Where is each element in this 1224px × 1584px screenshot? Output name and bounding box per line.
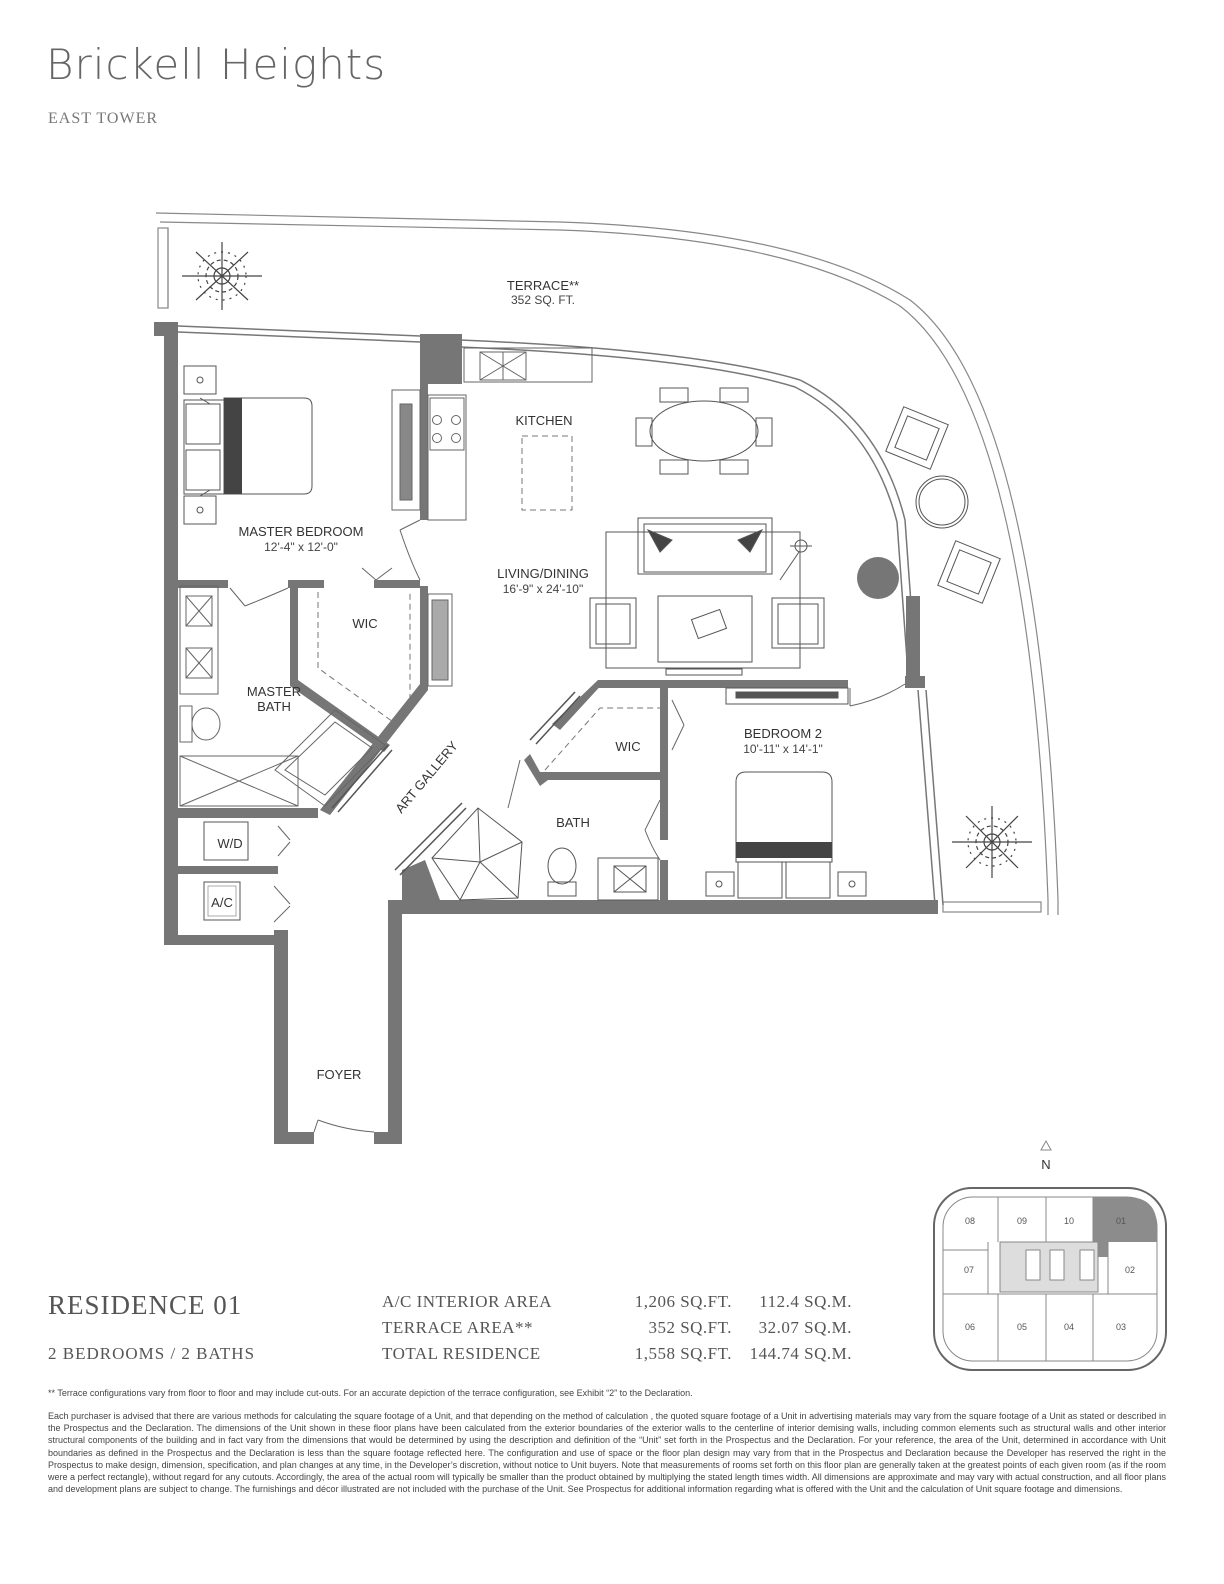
area-sqm: 144.74 SQ.M. [749,1344,852,1363]
area-table: A/C INTERIOR AREA 1,206 SQ.FT. 112.4 SQ.… [382,1292,862,1370]
swing-doors [229,519,906,1133]
key-unit-07: 07 [964,1265,974,1275]
area-row: TERRACE AREA** 352 SQ.FT. 32.07 SQ.M. [382,1318,862,1344]
living-dining-label: LIVING/DINING [497,566,589,581]
closet-shelving [317,435,662,771]
bedroom-2-furniture [705,687,867,899]
plant-icon [182,242,262,310]
kitchen-label: KITCHEN [515,413,572,428]
terrace-outline [155,212,1059,915]
living-dining-dims: 16'-9" x 24'-10" [503,582,583,596]
wd-label: W/D [217,836,242,851]
key-unit-01: 01 [1116,1216,1126,1226]
foyer-label: FOYER [317,1067,362,1082]
tower-name: EAST TOWER [48,110,159,127]
area-row: TOTAL RESIDENCE 1,558 SQ.FT. 144.74 SQ.M… [382,1344,862,1370]
terrace-label: TERRACE** [507,278,579,293]
brand-title: Brickell Heights [46,40,387,89]
area-row: A/C INTERIOR AREA 1,206 SQ.FT. 112.4 SQ.… [382,1292,862,1318]
area-label: TOTAL RESIDENCE [382,1344,541,1363]
area-sqft: 1,558 SQ.FT. [634,1344,732,1363]
plant-icon [952,806,1032,878]
area-sqm: 112.4 SQ.M. [759,1292,852,1311]
ac-label: A/C [211,895,233,910]
area-sqft: 352 SQ.FT. [648,1318,732,1337]
key-unit-03: 03 [1116,1322,1126,1332]
walls [154,322,938,1144]
key-unit-05: 05 [1017,1322,1027,1332]
area-sqft: 1,206 SQ.FT. [634,1292,732,1311]
residence-subtitle: 2 BEDROOMS / 2 BATHS [48,1344,256,1363]
area-label: A/C INTERIOR AREA [382,1292,552,1311]
column-icon [857,557,899,599]
kitchen-fixtures [391,347,593,687]
master-bath-label-1: MASTER [247,684,301,699]
terrace-footnote: ** Terrace configurations vary from floo… [48,1388,693,1398]
utility-closets [203,821,249,921]
key-unit-02: 02 [1125,1265,1135,1275]
master-bath-label-2: BATH [257,699,291,714]
dining-table [635,387,773,475]
terrace-area: 352 SQ. FT. [511,293,575,307]
legal-disclaimer: Each purchaser is advised that there are… [48,1411,1166,1495]
north-arrow-icon [1040,1139,1052,1151]
window-glazing [177,325,944,906]
art-gallery-label: ART GALLERY [392,738,461,816]
master-bedroom-label: MASTER BEDROOM [239,524,364,539]
master-bath-fixtures [179,585,386,807]
master-bed [183,365,313,525]
area-sqm: 32.07 SQ.M. [758,1318,852,1337]
wic-2-label: WIC [615,739,640,754]
key-plan: 08 09 10 01 07 02 06 05 04 03 [933,1187,1167,1371]
north-label: N [1041,1157,1050,1172]
terrace-furniture [885,406,1001,604]
bedroom-2-label: BEDROOM 2 [744,726,822,741]
bath-fixtures [431,807,659,901]
key-unit-04: 04 [1064,1322,1074,1332]
key-unit-10: 10 [1064,1216,1074,1226]
key-unit-08: 08 [965,1216,975,1226]
key-unit-06: 06 [965,1322,975,1332]
key-plan-unit-highlight [1093,1197,1157,1257]
residence-title: RESIDENCE 01 [48,1290,243,1320]
area-label: TERRACE AREA** [382,1318,534,1337]
key-unit-09: 09 [1017,1216,1027,1226]
ac-icon-box [207,885,237,917]
sliding-doors [331,691,581,876]
wic-master-label: WIC [352,616,377,631]
bath-label: BATH [556,815,590,830]
living-furniture [589,517,825,676]
bedroom-2-dims: 10'-11" x 14'-1" [743,742,823,756]
master-bedroom-dims: 12'-4" x 12'-0" [264,540,338,554]
